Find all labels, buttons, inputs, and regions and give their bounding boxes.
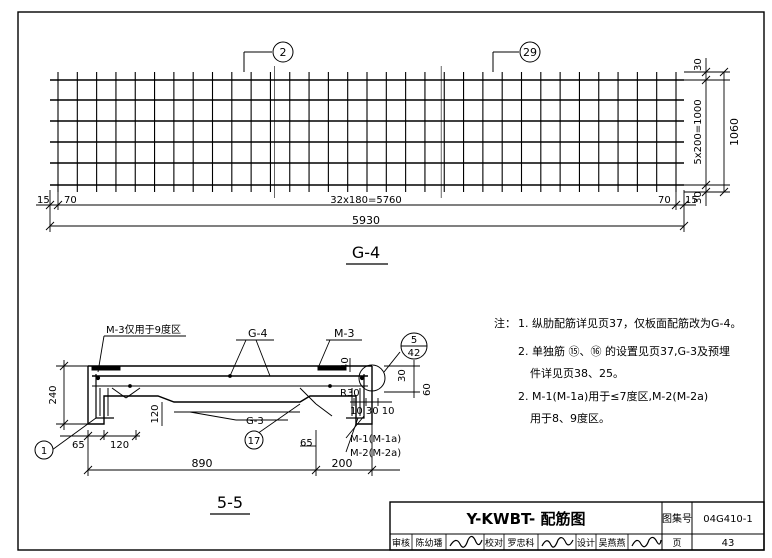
page-label: 页 (672, 538, 681, 549)
callout-1-text: 1 (41, 446, 47, 457)
plan-horizontal-dimensions (36, 190, 696, 232)
detail-callout-5-42: 5 42 (400, 332, 428, 360)
atlas-label: 图集号 (662, 512, 692, 525)
callout-17: 17 (244, 430, 264, 450)
dim-30: 30 (397, 369, 408, 382)
note-line-2: 2. 单独筋 ⑮、⑯ 的设置见页37,G-3及预埋 (518, 344, 730, 358)
dim-200: 200 (332, 457, 353, 470)
design-label: 设计 (577, 537, 595, 549)
dim-5x200: 5x200=1000 (693, 99, 704, 164)
review-name: 陈幼璠 (415, 537, 442, 549)
dim-32x180: 32x180=5760 (330, 195, 402, 206)
dim-left-15: 15 (37, 195, 50, 206)
dim-890: 890 (192, 457, 213, 470)
rebar-mesh-plan (50, 66, 684, 198)
design-signature (631, 536, 662, 548)
note-line-1: 1. 纵肋配筋详见页37，仅板面配筋改为G-4。 (518, 316, 741, 330)
check-label: 校对 (485, 537, 503, 549)
note-line-5: 用于8、9度区。 (530, 411, 610, 425)
dim-bottom-30: 30 (693, 191, 704, 204)
plan-vertical-dimensions (684, 58, 730, 206)
callout-17-text: 17 (248, 436, 261, 447)
section-title: 5-5 (217, 493, 243, 512)
dim-left-70: 70 (64, 195, 77, 206)
dim-1060: 1060 (728, 118, 741, 146)
dim-5930: 5930 (352, 214, 380, 227)
dim-120-horizontal: 120 (110, 440, 129, 451)
label-g4: G-4 (248, 327, 268, 340)
title-block (389, 501, 765, 551)
dim-65-right: 65 (300, 438, 313, 449)
label-g3: G-3 (246, 416, 264, 427)
label-r30: R30 (340, 388, 360, 399)
drawing-title: Y-KWBT- 配筋图 (466, 510, 586, 528)
dim-240: 240 (48, 385, 59, 404)
notes-prefix: 注： (494, 316, 516, 330)
check-name: 罗忠科 (507, 537, 534, 549)
check-signature (541, 537, 574, 548)
review-label: 审核 (392, 537, 410, 549)
dim-right-15: 15 (685, 195, 698, 206)
dim-65-left: 65 (72, 440, 85, 451)
dim-60: 60 (422, 383, 433, 396)
callout-29: 29 (492, 41, 541, 72)
label-m2: M-2(M-2a) (350, 448, 401, 459)
label-m3-note: M-3仅用于9度区 (106, 323, 181, 336)
callout-2: 2 (243, 41, 294, 72)
dim-right-70: 70 (658, 195, 671, 206)
dim-40: 40 (340, 357, 351, 370)
note-line-3: 件详见页38、25。 (530, 366, 624, 380)
dim-top-30: 30 (693, 58, 704, 71)
callout-2-text: 2 (280, 46, 287, 59)
callout-29-text: 29 (523, 46, 537, 59)
dim-10-30-10: 10 30 10 (350, 406, 395, 417)
dim-120-vertical: 120 (150, 404, 161, 423)
note-line-4: 2. M-1(M-1a)用于≤7度区,M-2(M-2a) (518, 389, 708, 403)
review-signature (449, 535, 483, 548)
detail-bottom-text: 42 (408, 348, 421, 359)
callout-1: 1 (34, 440, 54, 460)
atlas-number: 04G410-1 (703, 514, 753, 525)
sheet-border (17, 11, 765, 551)
detail-top-text: 5 (411, 335, 417, 346)
section-leaders (51, 335, 365, 453)
design-name: 吴燕燕 (598, 537, 625, 549)
plan-title: G-4 (352, 243, 380, 262)
label-m3: M-3 (334, 327, 354, 340)
page-number: 43 (722, 538, 735, 549)
label-m1: M-1(M-1a) (350, 434, 401, 445)
section-dimensions (56, 358, 420, 476)
